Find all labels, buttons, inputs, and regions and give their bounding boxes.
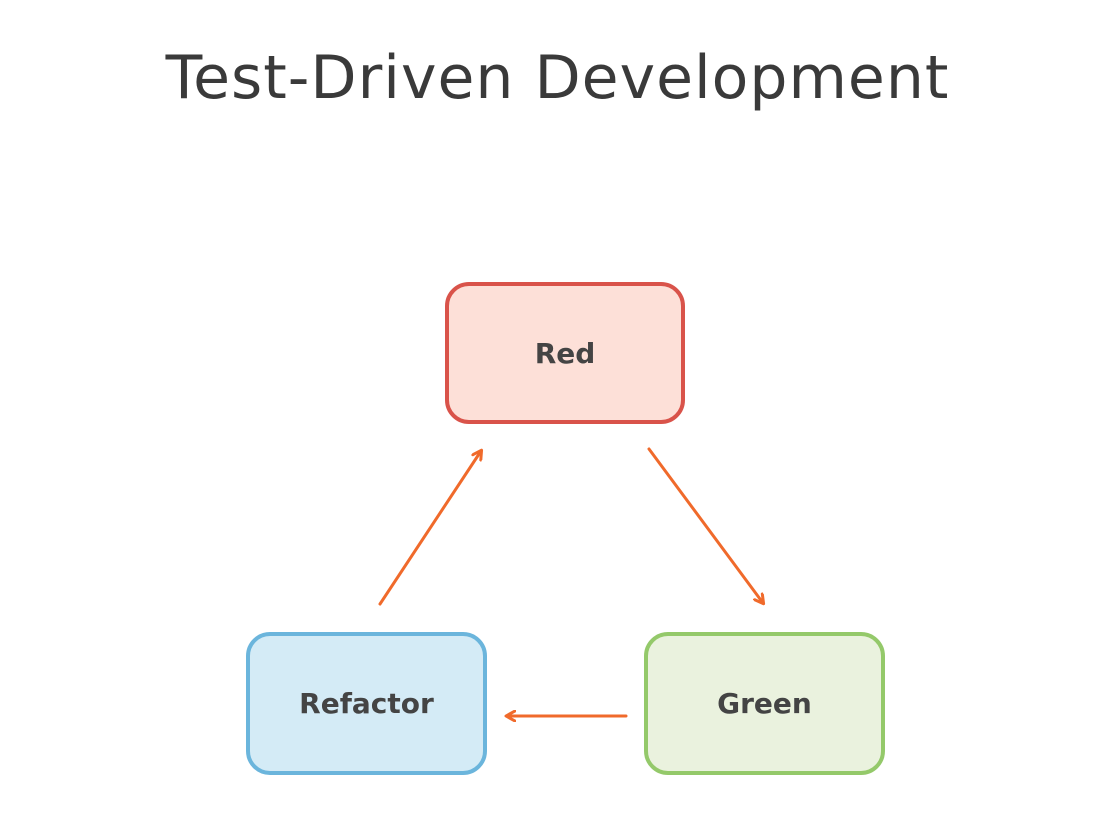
page-title: Test-Driven Development [165, 43, 950, 113]
refactor-node-label: Refactor [299, 687, 434, 720]
arrow-refactor-to-red [378, 451, 481, 606]
green-node: Green [644, 632, 885, 775]
arrow-red-to-green [647, 447, 763, 603]
red-node: Red [445, 282, 685, 424]
red-node-label: Red [534, 336, 596, 370]
green-node-label: Green [717, 687, 812, 720]
refactor-node: Refactor [246, 632, 487, 775]
